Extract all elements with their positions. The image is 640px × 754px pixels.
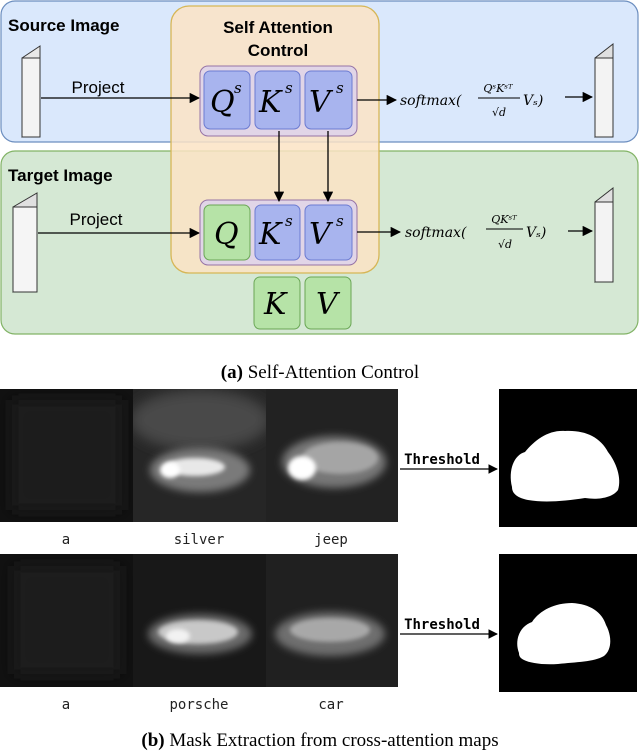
- word-label-1-3: jeep: [314, 532, 348, 548]
- attention-map-silver: [133, 389, 266, 522]
- source-image-slab: [21, 45, 41, 138]
- word-label-1-1: a: [62, 532, 70, 548]
- word-label-2-1: a: [62, 697, 70, 713]
- token-v-target: V s: [304, 204, 353, 261]
- svg-text:s: s: [336, 79, 344, 97]
- token-q-source: Q s: [203, 70, 251, 130]
- attention-map-a-1: [0, 389, 133, 522]
- threshold-label-1: Threshold: [404, 452, 480, 468]
- attention-map-jeep: [266, 389, 398, 522]
- svg-text:QˢKˢᵀ: QˢKˢᵀ: [483, 82, 514, 95]
- token-v-unused: V: [304, 276, 352, 330]
- attention-map-a-2: [0, 554, 133, 687]
- word-label-1-2: silver: [174, 532, 225, 548]
- svg-text:s: s: [234, 79, 242, 97]
- svg-text:Vₛ): Vₛ): [526, 225, 546, 241]
- svg-text:s: s: [285, 79, 293, 97]
- svg-text:Vₛ): Vₛ): [523, 93, 543, 109]
- target-image-label: Target Image: [8, 166, 113, 185]
- svg-text:√d: √d: [492, 106, 506, 119]
- token-k-unused: K: [253, 276, 301, 330]
- word-label-2-3: car: [318, 697, 343, 713]
- svg-text:softmax(: softmax(: [400, 93, 462, 109]
- mask-output-2: [499, 554, 637, 692]
- token-q-target: Q: [203, 204, 251, 261]
- word-label-2-2: porsche: [169, 697, 228, 713]
- svg-text:K: K: [258, 85, 283, 120]
- source-image-label: Source Image: [8, 16, 120, 35]
- svg-text:K: K: [263, 287, 288, 322]
- control-title-line1: Self Attention: [223, 18, 333, 37]
- control-title-line2: Control: [248, 41, 308, 60]
- target-image-slab: [12, 192, 38, 293]
- formula-bottom: softmax( QKˢᵀ √d Vₛ): [405, 213, 546, 251]
- attention-map-car: [266, 554, 398, 687]
- threshold-label-2: Threshold: [404, 617, 480, 633]
- svg-text:V: V: [309, 217, 334, 252]
- svg-text:K: K: [258, 217, 283, 252]
- output-slab-top: [594, 42, 614, 139]
- svg-text:V: V: [309, 85, 334, 120]
- output-slab-bottom: [594, 186, 614, 284]
- svg-text:s: s: [336, 212, 344, 230]
- project-label-top: Project: [72, 78, 125, 97]
- svg-text:softmax(: softmax(: [405, 225, 467, 241]
- svg-text:√d: √d: [498, 238, 512, 251]
- svg-text:QKˢᵀ: QKˢᵀ: [491, 213, 518, 226]
- caption-b: (b) Mask Extraction from cross-attention…: [141, 730, 498, 751]
- svg-text:Q: Q: [214, 217, 239, 252]
- token-k-source: K s: [254, 70, 301, 130]
- caption-a: (a) Self-Attention Control: [221, 362, 419, 383]
- svg-text:s: s: [285, 212, 293, 230]
- attention-map-porsche: [133, 554, 266, 687]
- svg-text:Q: Q: [210, 85, 235, 120]
- token-k-target: K s: [254, 204, 301, 261]
- formula-top: softmax( QˢKˢᵀ √d Vₛ): [400, 82, 543, 119]
- mask-output-1: [499, 389, 637, 527]
- token-v-source: V s: [304, 70, 353, 130]
- project-label-bottom: Project: [70, 210, 123, 229]
- svg-text:V: V: [316, 287, 341, 322]
